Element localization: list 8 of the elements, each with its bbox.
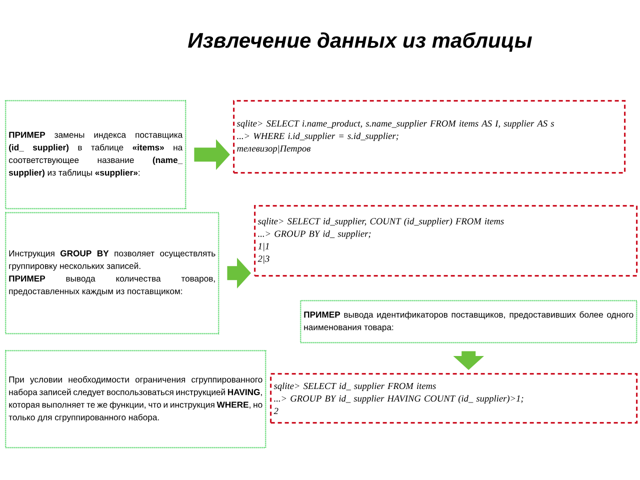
text-box: ПРИМЕР вывода идентификаторов поставщиков, предоставивших более одного наименования товара: bbox=[300, 300, 638, 344]
text-box: Инструкция GROUP BY позволяет осуществлять группировку нескольких записей. ПРИМЕР вывода количества товаров, предоставленных каждым из поставщиком: bbox=[5, 212, 220, 334]
text-box: ПРИМЕР замены индекса поставщика (id_ supplier) в таблице «items» на соответствующее название (name_ supplier) из таблицы «supplier»: bbox=[5, 100, 186, 210]
title: Извлечение данных из таблицы bbox=[188, 32, 532, 52]
text-box: При условии необходимости ограничения сгруппированного набора записей следует воспользоваться инструкцией HAVING, которая выполняет те же функции, что и инструкция WHERE, но только для сгруппированного набора. bbox=[5, 350, 266, 448]
code-box: sqlite> SELECT id_ supplier FROM items ...> GROUP BY id_ supplier HAVING COUNT (id_ supplier)>1; 2 bbox=[270, 373, 638, 424]
code-box: sqlite> SELECT id_supplier, COUNT (id_supplier) FROM items ...> GROUP BY id_ supplier; 1|1 2|3 bbox=[254, 205, 638, 277]
code-box: sqlite> SELECT i.name_product, s.name_supplier FROM items AS I, supplier AS s ...> WHERE i.id_supplier = s.id_supplier; телевизор|Петров bbox=[233, 100, 626, 174]
